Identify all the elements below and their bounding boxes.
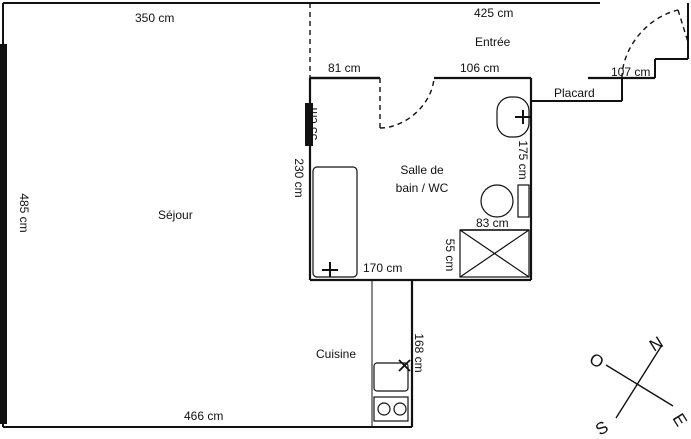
dim-top-left: 350 cm bbox=[135, 11, 174, 25]
compass-icon: N S E O bbox=[586, 333, 691, 439]
room-label-sejour: Séjour bbox=[158, 208, 193, 222]
window-left bbox=[0, 44, 7, 424]
washbasin-tap-icon bbox=[515, 110, 531, 124]
room-label-bathroom-line2: bain / WC bbox=[396, 181, 449, 195]
dim-bath-top-left: 81 cm bbox=[328, 61, 361, 75]
bath-door-arc bbox=[379, 77, 435, 129]
dim-bath-window: 55 cm bbox=[306, 108, 320, 141]
bath-door bbox=[379, 77, 435, 129]
compass-south: S bbox=[592, 417, 612, 439]
shower-tray bbox=[459, 229, 530, 278]
dim-wc-width: 83 cm bbox=[476, 216, 509, 230]
dim-shower: 55 cm bbox=[443, 239, 457, 272]
entrance-door bbox=[621, 9, 689, 79]
room-label-entree: Entrée bbox=[475, 35, 511, 49]
dim-bath-left: 230 cm bbox=[292, 158, 306, 197]
bathtub bbox=[312, 166, 358, 278]
dim-bath-right: 175 cm bbox=[516, 140, 530, 179]
room-label-placard: Placard bbox=[554, 86, 595, 100]
room-label-bathroom-line1: Salle de bbox=[400, 163, 444, 177]
compass-west: O bbox=[586, 349, 607, 372]
compass-north: N bbox=[646, 333, 666, 356]
burner-right bbox=[393, 402, 407, 416]
bath-window bbox=[305, 103, 313, 146]
toilet-tank bbox=[517, 184, 530, 218]
dim-bath-top-right: 106 cm bbox=[460, 61, 499, 75]
entrance-door-leaf bbox=[677, 9, 689, 43]
cooktop bbox=[373, 396, 409, 422]
dim-kitchen-length: 168 cm bbox=[412, 333, 426, 372]
bathtub-drain-icon bbox=[322, 262, 338, 277]
dim-bottom: 466 cm bbox=[184, 409, 223, 423]
compass-east: E bbox=[669, 410, 691, 430]
toilet-bowl bbox=[480, 184, 514, 218]
kitchen-sink bbox=[373, 362, 409, 392]
dim-top-right: 425 cm bbox=[474, 6, 513, 20]
entrance-door-arc bbox=[621, 9, 679, 79]
compass-axis-oe bbox=[605, 364, 674, 407]
dim-kitchen-width: 170 cm bbox=[363, 261, 402, 275]
compass-axis-ns bbox=[615, 344, 663, 419]
room-label-cuisine: Cuisine bbox=[316, 347, 356, 361]
burner-left bbox=[377, 402, 391, 416]
dim-placard-width: 107 cm bbox=[611, 65, 650, 79]
dim-left-side: 485 cm bbox=[17, 193, 31, 232]
kitchen-tap-icon bbox=[398, 359, 411, 372]
